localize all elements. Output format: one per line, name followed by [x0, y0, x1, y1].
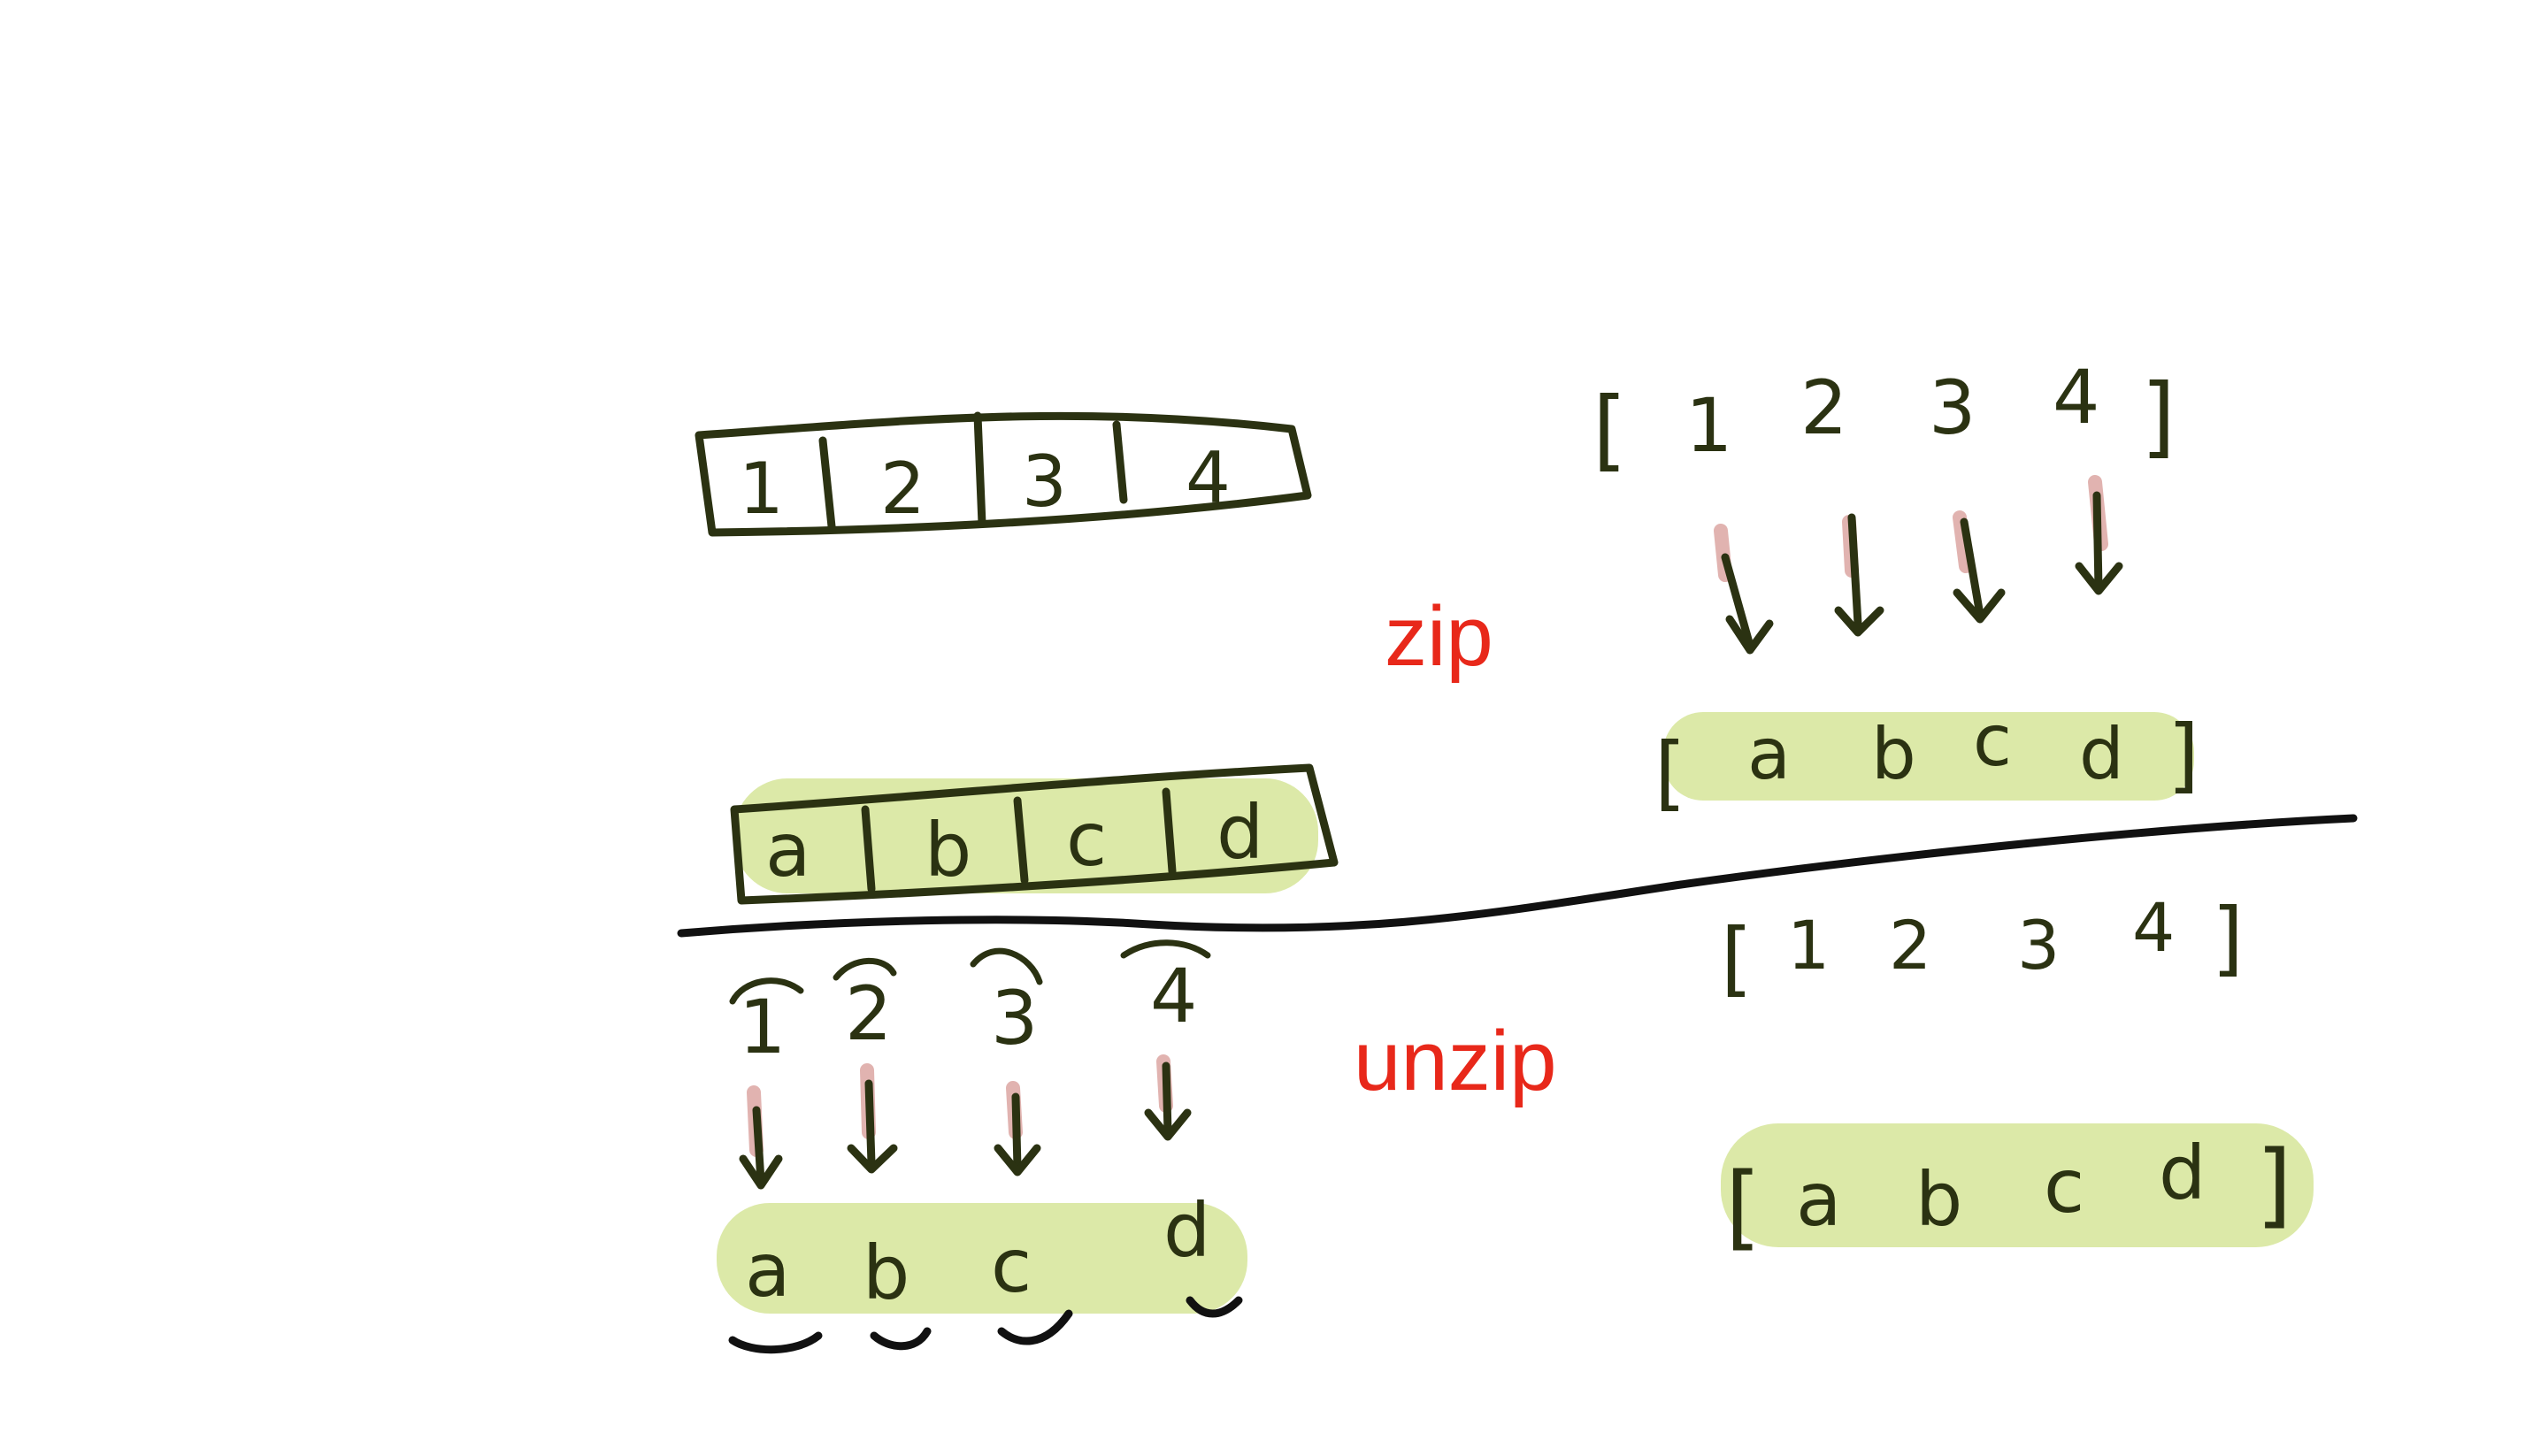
pair-num-3: 3	[1022, 441, 1067, 523]
unzip-letter-list: [ a b c d ]	[1721, 1123, 2314, 1261]
unzip-letters-highlight	[717, 1203, 1247, 1314]
unzip-letter-b: b	[863, 1230, 909, 1316]
zip-letter-list-close: ]	[2168, 708, 2199, 802]
arrow-down-icon	[1721, 553, 1754, 650]
zip-number-4: 4	[2053, 354, 2099, 441]
arrow-down-icon	[1960, 517, 1984, 619]
divider-line	[677, 814, 2358, 938]
unzip-letter-list-close: ]	[2256, 1130, 2292, 1238]
unzip-number-2: 2	[845, 970, 892, 1057]
unzip-letter-c: c	[991, 1222, 1032, 1309]
unzip-number-list-open: [	[1721, 911, 1753, 1006]
unzip-number-1: 1	[739, 984, 786, 1070]
unzip-list-letter-b: b	[1915, 1156, 1962, 1243]
letters-box-top: a b c d	[730, 763, 1339, 905]
arrow-down-icon	[1847, 513, 1862, 628]
zip-number-list-open: [	[1592, 378, 1627, 481]
unzip-numbers: 1 2 3 4	[729, 939, 1211, 1070]
unzip-number-list-close: ]	[2212, 891, 2244, 985]
unzip-label: unzip	[1354, 1014, 1557, 1108]
letter-b-boxed: b	[925, 807, 971, 893]
pair-num-4: 4	[1186, 437, 1231, 519]
unzip-letter-list-open: [	[1725, 1153, 1761, 1261]
zip-number-list: [ 1 2 3 4 ]	[1592, 354, 2176, 481]
pair-num-2: 2	[880, 448, 925, 530]
unzip-letter-list-highlight	[1721, 1123, 2314, 1247]
zip-arrows	[1714, 475, 2123, 655]
arrow-down-icon	[864, 1079, 876, 1168]
zip-number-3: 3	[1929, 364, 1976, 451]
zip-letter-b: b	[1871, 713, 1916, 795]
zip-letter-c: c	[1973, 700, 2012, 782]
arrow-down-icon	[752, 1106, 765, 1185]
arrow-down-icon	[1162, 1061, 1172, 1137]
unzip-number-4: 4	[1150, 953, 1197, 1039]
pair-num-1: 1	[739, 448, 784, 530]
unzip-list-number-4: 4	[2132, 888, 2175, 967]
unzip-list-letter-a: a	[1796, 1156, 1841, 1243]
unzip-list-letter-c: c	[2044, 1143, 2084, 1230]
zip-number-2: 2	[1800, 364, 1847, 451]
letter-a-boxed: a	[765, 807, 810, 893]
zip-letter-list-highlight	[1663, 712, 2194, 801]
zip-letter-list-open: [	[1654, 725, 1686, 820]
arrow-down-icon	[2092, 491, 2103, 593]
unzip-list-letter-d: d	[2159, 1130, 2206, 1216]
unzip-letter-a: a	[745, 1227, 790, 1314]
zip-number-list-close: ]	[2141, 364, 2176, 468]
unzip-letters: a b c d	[717, 1187, 1247, 1354]
unzip-list-number-2: 2	[1889, 906, 1931, 985]
zip-letter-a: a	[1747, 713, 1791, 795]
unzip-letter-d: d	[1163, 1187, 1210, 1274]
letter-c-boxed: c	[1066, 796, 1107, 883]
zip-number-1: 1	[1685, 382, 1732, 469]
unzip-list-number-1: 1	[1787, 906, 1830, 985]
zip-letter-d: d	[2079, 713, 2124, 795]
unzip-number-3: 3	[991, 975, 1038, 1061]
zip-letter-list: [ a b c d ]	[1654, 700, 2199, 820]
unzip-list-number-3: 3	[2017, 906, 2060, 985]
arrow-down-icon	[1011, 1092, 1022, 1172]
zip-label: zip	[1385, 589, 1493, 684]
unzip-number-list: [ 1 2 3 4 ]	[1721, 888, 2244, 1006]
letter-d-boxed: d	[1216, 789, 1263, 876]
pairs-box-top: 1 2 3 4	[695, 411, 1312, 537]
unzip-arrows	[739, 1054, 1192, 1190]
